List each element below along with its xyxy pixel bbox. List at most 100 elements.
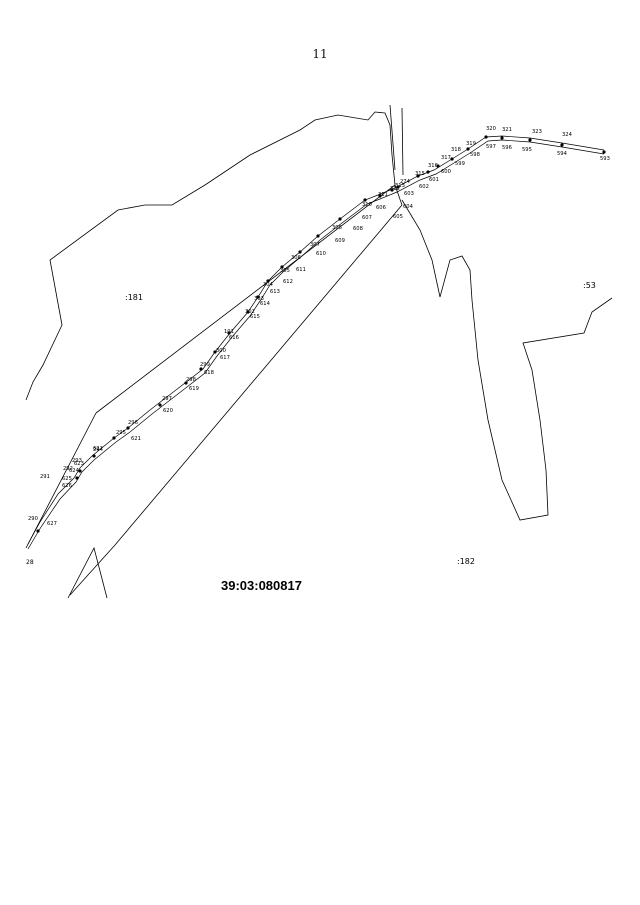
- point-label-291: 291: [40, 474, 50, 480]
- point-label-603: 603: [404, 191, 414, 197]
- survey-point-7: [184, 381, 188, 385]
- parcel-label-53: :53: [583, 281, 596, 290]
- point-label-312: 312: [390, 186, 400, 192]
- point-label-303: 303: [254, 296, 264, 302]
- point-label-623: 623: [74, 461, 84, 467]
- survey-point-9: [213, 350, 217, 354]
- survey-point-28: [500, 136, 504, 140]
- point-label-608: 608: [353, 226, 363, 232]
- point-label-319: 319: [466, 141, 476, 147]
- strip-lower-line: [27, 139, 605, 550]
- corridor-left: [25, 412, 97, 549]
- point-label-602: 602: [419, 184, 429, 190]
- survey-point-24: [436, 164, 440, 168]
- point-label-316: 316: [428, 163, 438, 169]
- point-markers: [36, 135, 606, 533]
- parcel-label-182: :182: [457, 557, 475, 566]
- point-label-614: 614: [260, 301, 271, 307]
- survey-point-12: [256, 295, 260, 299]
- point-label-310: 310: [362, 202, 372, 208]
- parcel-182-boundary: [401, 199, 613, 521]
- lower-wedge: [67, 546, 108, 599]
- point-label-300: 300: [216, 348, 226, 354]
- point-label-604: 604: [403, 204, 414, 210]
- road-line-2: [401, 107, 404, 176]
- point-label-619: 619: [189, 386, 199, 392]
- upper-right-connector: [394, 184, 403, 206]
- point-label-613: 613: [270, 289, 280, 295]
- point-label-318: 318: [451, 147, 461, 153]
- point-label-627: 627: [47, 521, 57, 527]
- survey-point-20: [390, 188, 394, 192]
- survey-point-13: [266, 279, 270, 283]
- survey-point-25: [450, 157, 454, 161]
- point-label-622: 622: [93, 446, 103, 452]
- survey-point-14: [280, 265, 284, 269]
- point-labels: 2902912922932942952962972982993001013023…: [28, 126, 610, 527]
- point-label-313: 313: [395, 183, 405, 189]
- point-label-274: 274: [400, 179, 411, 185]
- survey-point-17: [338, 217, 342, 221]
- survey-point-5: [126, 426, 130, 430]
- point-label-299: 299: [200, 362, 210, 368]
- point-label-599: 599: [455, 161, 465, 167]
- partial-label: 28: [26, 559, 34, 566]
- point-label-594: 594: [557, 151, 568, 157]
- point-label-598: 598: [470, 152, 480, 158]
- point-label-615: 615: [250, 314, 260, 320]
- survey-point-18: [363, 198, 367, 202]
- point-label-618: 618: [204, 370, 214, 376]
- point-label-292: 292: [63, 466, 73, 472]
- point-label-596: 596: [502, 145, 512, 151]
- survey-point-30: [560, 143, 564, 147]
- point-label-324: 324: [562, 132, 573, 138]
- point-label-320: 320: [486, 126, 496, 132]
- survey-point-23: [426, 170, 430, 174]
- page-number: 11: [312, 47, 328, 61]
- point-label-305: 305: [280, 268, 290, 274]
- survey-point-3: [92, 454, 96, 458]
- point-label-626: 626: [62, 483, 72, 489]
- survey-point-1: [75, 476, 79, 480]
- point-label-607: 607: [362, 215, 372, 221]
- survey-point-0: [36, 529, 40, 533]
- point-label-597: 597: [486, 144, 496, 150]
- survey-point-31: [602, 150, 606, 154]
- point-label-311: 311: [378, 192, 388, 198]
- point-label-595: 595: [522, 147, 532, 153]
- point-label-611: 611: [296, 267, 306, 273]
- point-label-308: 308: [332, 225, 342, 231]
- point-label-294: 294: [93, 447, 104, 453]
- point-label-616: 616: [229, 335, 239, 341]
- strip-upper-line: [27, 135, 605, 545]
- survey-point-22: [416, 174, 420, 178]
- survey-point-19: [378, 194, 382, 198]
- point-label-610: 610: [316, 251, 326, 257]
- parcel-181-boundary: [25, 111, 396, 401]
- survey-point-4: [112, 436, 116, 440]
- survey-point-26: [466, 147, 470, 151]
- point-label-617: 617: [220, 355, 230, 361]
- point-label-609: 609: [335, 238, 345, 244]
- point-label-605: 605: [393, 214, 403, 220]
- cadastral-quarter-number: 39:03:080817: [221, 578, 302, 593]
- point-label-290: 290: [28, 516, 38, 522]
- point-label-304: 304: [263, 282, 274, 288]
- corridor-upper: [95, 184, 396, 414]
- point-label-293: 293: [72, 458, 82, 464]
- point-label-601: 601: [429, 177, 439, 183]
- point-label-295: 295: [116, 430, 126, 436]
- point-label-600: 600: [441, 169, 451, 175]
- point-label-593: 593: [600, 156, 610, 162]
- point-label-317: 317: [441, 155, 451, 161]
- survey-point-2: [78, 469, 82, 473]
- survey-point-15: [298, 250, 302, 254]
- survey-point-6: [158, 403, 162, 407]
- survey-point-8: [199, 367, 203, 371]
- point-label-297: 297: [162, 396, 172, 402]
- road-line: [389, 104, 396, 171]
- point-label-306: 306: [291, 255, 301, 261]
- point-label-315: 315: [415, 171, 425, 177]
- point-label-606: 606: [376, 205, 386, 211]
